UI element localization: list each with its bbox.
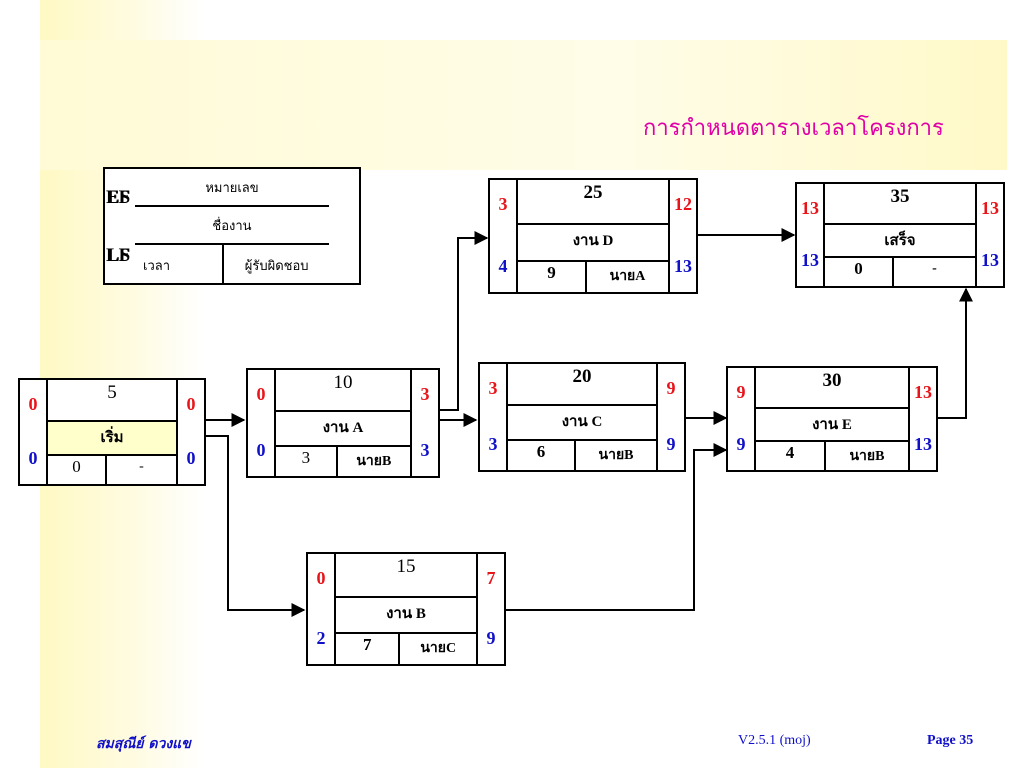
edge-start-b xyxy=(205,435,306,617)
node-a-ls: 0 xyxy=(256,440,266,460)
node-e-name: งาน E xyxy=(812,416,852,433)
node-start-owner: - xyxy=(139,458,144,474)
node-b-owner: นายC xyxy=(420,641,457,657)
node-c-ls: 3 xyxy=(488,434,498,454)
node-e-ls: 9 xyxy=(736,434,746,454)
node-d-id: 25 xyxy=(583,182,603,203)
legend-name-label: ชื่องาน xyxy=(135,207,329,245)
node-e[interactable]: 9 9 30 งาน E 4 นายB 13 13 xyxy=(726,366,938,472)
node-a-ef: 3 xyxy=(420,384,430,404)
legend-time-label: เวลา xyxy=(135,245,225,283)
node-e-id: 30 xyxy=(822,370,842,391)
node-d-es: 3 xyxy=(498,194,508,214)
node-d-ef: 12 xyxy=(674,194,692,214)
legend-middle: หมายเลข ชื่องาน เวลา ผู้รับผิดชอบ xyxy=(135,169,329,283)
node-b-es: 0 xyxy=(316,568,326,588)
edge-a-d xyxy=(439,231,489,411)
node-d-lf: 13 xyxy=(674,256,692,276)
footer-version: V2.5.1 (moj) xyxy=(738,733,811,748)
node-start-duration: 0 xyxy=(48,455,107,484)
background-gradient-top xyxy=(40,40,1007,170)
node-a-owner: นายB xyxy=(356,454,392,470)
legend-lf: LF xyxy=(106,245,131,266)
node-start[interactable]: 0 0 5 เริ่ม 0 - 0 0 xyxy=(18,378,206,486)
node-d-name: งาน D xyxy=(572,232,614,249)
node-d-ls: 4 xyxy=(498,256,508,276)
node-e-ef: 13 xyxy=(914,382,932,402)
node-b[interactable]: 0 2 15 งาน B 7 นายC 7 9 xyxy=(306,552,506,666)
node-c[interactable]: 3 3 20 งาน C 6 นายB 9 9 xyxy=(478,362,686,472)
node-c-name: งาน C xyxy=(561,414,603,431)
node-a-name: งาน A xyxy=(322,420,364,437)
legend-number-label: หมายเลข xyxy=(135,169,329,207)
legend-box: ES LS หมายเลข ชื่องาน เวลา ผู้รับผิดชอบ … xyxy=(103,167,361,285)
node-c-owner: นายB xyxy=(598,448,634,464)
node-start-ef: 0 xyxy=(186,394,196,414)
legend-owner-label: ผู้รับผิดชอบ xyxy=(244,259,309,274)
node-finish-name: เสร็จ xyxy=(884,232,916,249)
node-c-lf: 9 xyxy=(666,434,676,454)
footer-page-number: Page 35 xyxy=(927,733,974,748)
node-b-lf: 9 xyxy=(486,628,496,648)
node-c-duration: 6 xyxy=(508,441,577,470)
legend-bottom-row: เวลา ผู้รับผิดชอบ xyxy=(135,245,329,283)
slide-title: การกำหนดตารางเวลาโครงการ xyxy=(643,115,944,140)
node-start-ls: 0 xyxy=(28,448,38,468)
node-finish-ls: 13 xyxy=(801,250,819,270)
node-c-es: 3 xyxy=(488,378,498,398)
node-d-owner: นายA xyxy=(609,268,646,284)
node-b-ls: 2 xyxy=(316,628,326,648)
node-finish[interactable]: 13 13 35 เสร็จ 0 - 13 13 xyxy=(795,182,1005,288)
node-a-es: 0 xyxy=(256,384,266,404)
node-b-id: 15 xyxy=(396,556,416,577)
node-e-lf: 13 xyxy=(914,434,932,454)
edge-e-finish xyxy=(938,287,973,419)
node-e-es: 9 xyxy=(736,382,746,402)
node-start-id: 5 xyxy=(107,382,117,403)
node-finish-id: 35 xyxy=(890,186,910,207)
node-e-owner: นายB xyxy=(849,449,885,465)
node-a-duration: 3 xyxy=(276,447,338,476)
footer-author: สมสุณีย์ ดวงแข xyxy=(96,736,191,752)
node-a-lf: 3 xyxy=(420,440,430,460)
node-b-ef: 7 xyxy=(486,568,496,588)
node-c-id: 20 xyxy=(572,366,592,387)
legend-ef: EF xyxy=(106,187,131,208)
legend-ls: LS xyxy=(107,245,131,266)
node-c-ef: 9 xyxy=(666,378,676,398)
node-finish-duration: 0 xyxy=(825,258,894,286)
node-d-duration: 9 xyxy=(518,261,587,292)
node-finish-ef: 13 xyxy=(981,198,999,218)
node-finish-owner: - xyxy=(932,261,937,277)
node-e-duration: 4 xyxy=(756,442,826,470)
node-start-name: เริ่ม xyxy=(100,429,124,446)
node-finish-lf: 13 xyxy=(981,250,999,270)
node-start-lf: 0 xyxy=(186,448,196,468)
node-b-duration: 7 xyxy=(336,634,401,664)
node-finish-es: 13 xyxy=(801,198,819,218)
node-a[interactable]: 0 0 10 งาน A 3 นายB 3 3 xyxy=(246,368,440,478)
node-start-es: 0 xyxy=(28,394,38,414)
node-d[interactable]: 3 4 25 งาน D 9 นายA 12 13 xyxy=(488,178,698,294)
node-b-name: งาน B xyxy=(386,606,426,622)
edge-b-e xyxy=(505,443,728,611)
node-a-id: 10 xyxy=(333,372,353,393)
legend-es: ES xyxy=(107,187,131,208)
